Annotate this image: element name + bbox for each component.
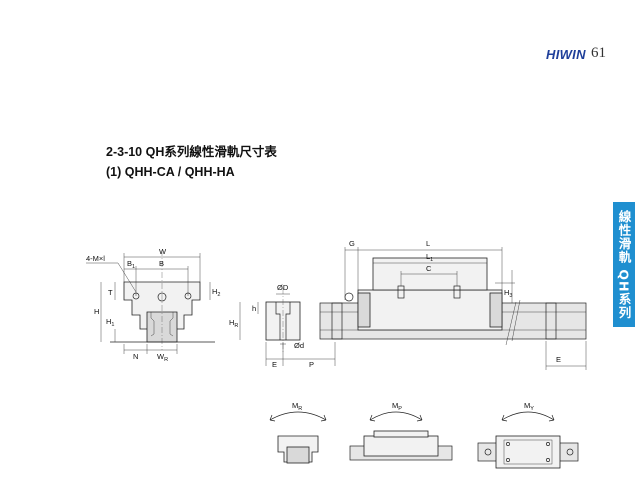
dim-W: W <box>159 247 167 256</box>
dim-H1: H1 <box>106 317 114 328</box>
grease-nipple <box>157 292 167 302</box>
dim-D: ØD <box>277 283 289 292</box>
dim-P: P <box>309 360 314 369</box>
dim-mounting: 4-M×l <box>86 254 105 263</box>
dim-h: h <box>252 304 256 313</box>
label-MY: MY <box>524 401 534 412</box>
dim-H2: H2 <box>212 287 220 298</box>
side-tab-label: 線性滑軌 QH系列 <box>616 209 632 320</box>
dim-L1: L1 <box>426 252 433 263</box>
dim-H: H <box>94 307 99 316</box>
dim-B: B <box>159 259 164 268</box>
dim-E-right: E <box>556 355 561 364</box>
front-view: W B1 B 4-M×l T H H1 H2 N WR <box>86 247 220 363</box>
dim-N: N <box>133 352 138 361</box>
moment-MP: MP <box>349 401 453 461</box>
model-title: (1) QHH-CA / QHH-HA <box>106 165 235 179</box>
dim-HR: HR <box>229 318 238 329</box>
section-title: 2-3-10 QH系列線性滑軌尺寸表 <box>106 145 277 159</box>
dim-T: T <box>108 288 113 297</box>
page-number: 61 <box>591 45 606 61</box>
rail-section-view: ØD h HR Ød E P <box>229 283 336 369</box>
dim-E-left: E <box>272 360 277 369</box>
brand-logo: HIWIN <box>546 47 586 62</box>
dim-C: C <box>426 264 432 273</box>
label-MR: MR <box>292 401 302 412</box>
dim-d: Ød <box>294 341 304 350</box>
moment-MY: MY <box>477 401 579 469</box>
dim-L: L <box>426 239 430 248</box>
label-MP: MP <box>392 401 402 412</box>
dim-H3: H3 <box>504 288 512 299</box>
block-side <box>357 289 503 331</box>
moment-MR: MR <box>269 401 327 464</box>
side-tab: 線性滑軌 QH系列 <box>613 202 635 327</box>
grease-nipple-side <box>344 292 354 302</box>
dim-WR: WR <box>157 352 168 363</box>
side-view: G L L1 C H3 E <box>319 239 587 370</box>
dim-G: G <box>349 239 355 248</box>
dim-B1: B1 <box>127 259 135 270</box>
